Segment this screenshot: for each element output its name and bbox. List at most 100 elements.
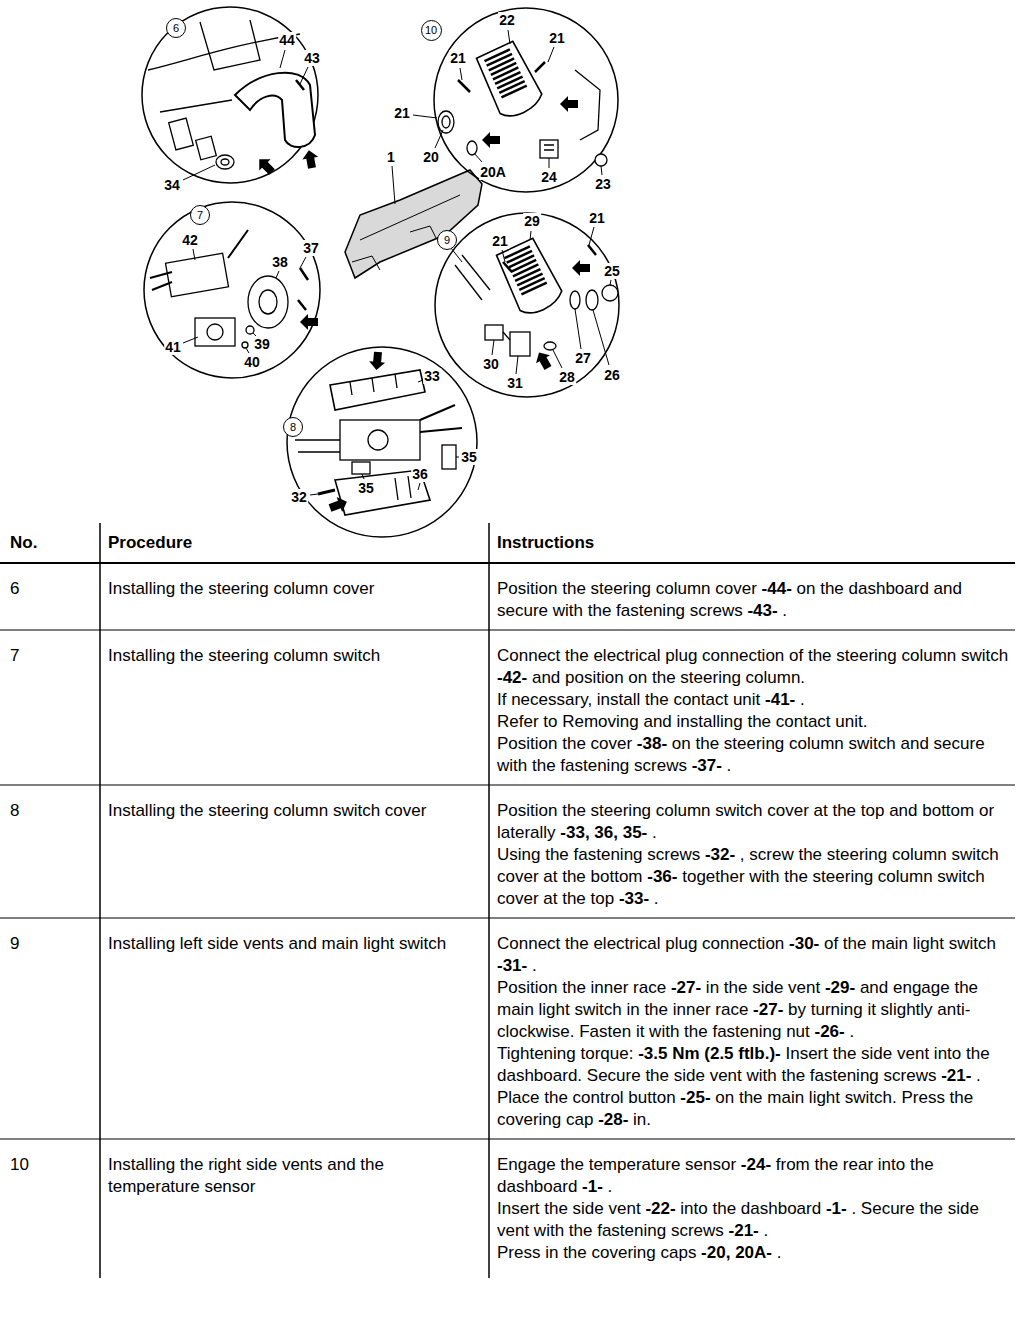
- instruction-text: Insert the side vent -22- into the dashb…: [497, 1198, 1009, 1242]
- right-side-vent-detail: [467, 141, 477, 155]
- instruction-text: If necessary, install the contact unit -…: [497, 689, 1009, 711]
- detail-number: 7: [197, 210, 203, 221]
- procedure-text: Installing the right side vents and the …: [108, 1154, 453, 1198]
- left-side-vent-detail: [532, 348, 555, 372]
- steering-column-switch-detail: [165, 253, 228, 297]
- leader-line: [435, 130, 443, 148]
- detail-index-circle: 6: [166, 18, 186, 38]
- leader-line: [460, 68, 462, 80]
- steering-column-switch-detail: [259, 290, 277, 314]
- steering-column-switch-detail: [228, 230, 248, 258]
- steering-column-cover-detail: [216, 155, 234, 169]
- leader-line: [183, 337, 198, 343]
- table-cell: 9: [10, 933, 92, 955]
- part-reference: -30-: [789, 934, 819, 953]
- procedure-text: Installing the steering column cover: [108, 578, 453, 600]
- instruction-text: Refer to Removing and installing the con…: [497, 711, 1009, 733]
- callout-number: 37: [302, 240, 320, 256]
- column-heading: No.: [10, 532, 92, 554]
- dashboard-part: [352, 256, 380, 270]
- right-side-vent-detail: [482, 132, 500, 148]
- leader-line: [549, 158, 550, 168]
- right-side-vent-detail: [438, 111, 454, 133]
- right-side-vent-detail: [442, 116, 450, 128]
- callout-number: 26: [603, 367, 621, 383]
- part-reference: -20, 20A-: [701, 1243, 772, 1262]
- table-header-cell: Instructions: [497, 532, 1009, 554]
- callout-number: 42: [181, 232, 199, 248]
- leader-line: [300, 257, 306, 268]
- detail-circle: [434, 8, 618, 192]
- callout-number: 39: [253, 336, 271, 352]
- steering-column-cover-detail: [148, 20, 320, 178]
- right-side-vent-detail: [560, 96, 578, 112]
- dashboard-part: [345, 170, 482, 278]
- callout-number: 25: [603, 263, 621, 279]
- table-cell: Connect the electrical plug connection -…: [497, 933, 1009, 1131]
- leader-line: [589, 227, 594, 245]
- steering-column-switch-detail: [195, 318, 235, 346]
- step-number: 10: [10, 1154, 92, 1176]
- detail-number: 8: [290, 422, 296, 433]
- callout-number: 20A: [479, 164, 507, 180]
- leader-line: [492, 340, 494, 355]
- part-reference: -44-: [762, 579, 792, 598]
- part-reference: -22-: [645, 1199, 675, 1218]
- steering-column-switch-detail: [207, 324, 223, 340]
- leader-line: [418, 483, 420, 490]
- table-cell: Connect the electrical plug connection o…: [497, 645, 1009, 777]
- part-reference: -33, 36, 35-: [560, 823, 647, 842]
- steering-column-cover-detail: [200, 20, 260, 70]
- part-reference: -3.5 Nm (2.5 ftlb.)-: [638, 1044, 781, 1063]
- leader-line: [276, 271, 279, 278]
- table-cell: Installing the steering column switch: [108, 645, 453, 667]
- leader-line: [601, 166, 602, 175]
- switch-cover-detail: [295, 440, 340, 452]
- table-cell: Installing left side vents and main ligh…: [108, 933, 453, 955]
- part-reference: -37-: [692, 756, 722, 775]
- left-side-vent-detail: [503, 332, 510, 340]
- steering-column-switch-detail: [300, 314, 318, 330]
- switch-cover-detail: [420, 405, 462, 432]
- instruction-text: Engage the temperature sensor -24- from …: [497, 1154, 1009, 1198]
- right-side-vent-detail: [575, 70, 600, 140]
- table-header-cell: Procedure: [108, 532, 453, 554]
- leader-line: [508, 30, 510, 44]
- left-side-vent-detail: [485, 325, 503, 340]
- detail-circle: [435, 213, 619, 397]
- steering-column-cover-detail: [296, 80, 304, 90]
- callout-number: 21: [491, 233, 509, 249]
- left-side-vent-detail: [510, 332, 530, 356]
- right-side-vent-detail: [535, 62, 545, 72]
- right-side-vent-detail: [438, 40, 607, 166]
- leader-line: [548, 47, 554, 62]
- detail-index-circle: 9: [437, 230, 457, 250]
- callout-number: 40: [243, 354, 261, 370]
- left-side-vent-detail: [570, 291, 580, 309]
- table-cell: Installing the steering column cover: [108, 578, 453, 600]
- leader-line: [575, 309, 581, 349]
- switch-cover-detail: [368, 351, 386, 370]
- table-rule: [488, 523, 490, 1278]
- part-reference: -21-: [729, 1221, 759, 1240]
- right-side-vent-detail: [475, 40, 546, 122]
- table-rule: [0, 1139, 1015, 1140]
- instruction-text: Connect the electrical plug connection o…: [497, 645, 1009, 689]
- instruction-text: Position the inner race -27- in the side…: [497, 977, 1009, 1043]
- part-reference: -1-: [582, 1177, 603, 1196]
- leader-line: [456, 457, 459, 458]
- steering-column-switch-detail: [248, 276, 288, 328]
- column-heading: Procedure: [108, 532, 453, 554]
- callout-number: 20: [422, 149, 440, 165]
- table-cell: 7: [10, 645, 92, 667]
- left-side-vent-detail: [586, 290, 598, 310]
- callout-number: 30: [482, 356, 500, 372]
- part-reference: -26-: [815, 1022, 845, 1041]
- callout-number: 43: [303, 50, 321, 66]
- leader-line: [516, 356, 518, 374]
- callout-number: 21: [393, 105, 411, 121]
- procedure-text: Installing the steering column switch: [108, 645, 453, 667]
- switch-cover-detail: [330, 370, 425, 410]
- leader-line: [183, 165, 215, 180]
- steering-column-cover-detail: [148, 34, 300, 70]
